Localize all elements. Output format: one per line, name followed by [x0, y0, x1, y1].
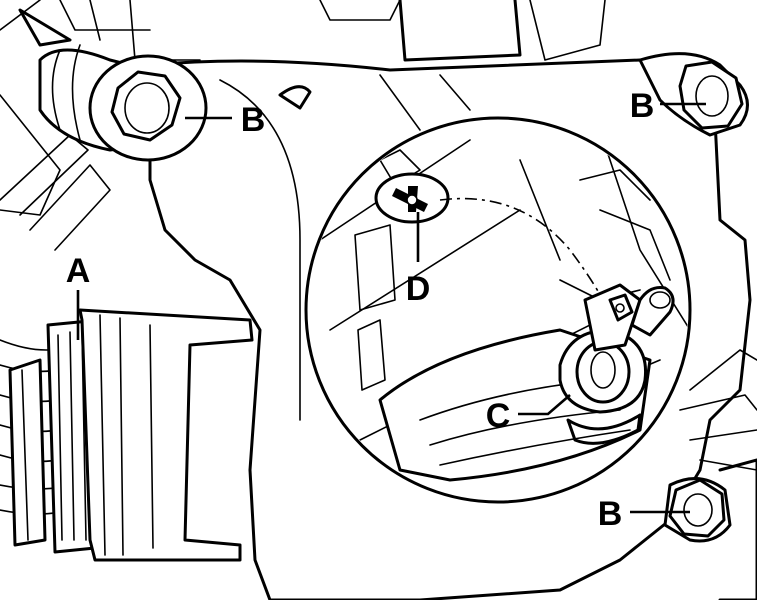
bolt-left [88, 54, 208, 162]
linkage-path [439, 197, 611, 316]
callout-c-label: C [486, 397, 511, 435]
right-side-ribs [679, 349, 757, 600]
callout-b-right-top: B [630, 87, 706, 125]
callout-b-right-top-label: B [630, 87, 655, 125]
callout-c: C [486, 394, 571, 435]
callout-a: A [66, 252, 91, 340]
bolt-right-bottom [663, 477, 732, 543]
callout-d-label: D [406, 270, 431, 308]
callout-b-left: B [185, 101, 265, 139]
flap-lever-d [374, 172, 450, 224]
callout-a-label: A [66, 252, 91, 290]
background-assembly [0, 0, 606, 251]
bolt-right-top [638, 52, 749, 137]
callout-b-right-bottom: B [598, 495, 690, 533]
callout-b-left-label: B [241, 101, 266, 139]
callout-b-right-bottom-label: B [598, 495, 623, 533]
callout-d: D [406, 212, 431, 308]
leader-c [518, 394, 571, 416]
flap-actuator-c [558, 283, 675, 445]
connector-a [0, 308, 254, 562]
